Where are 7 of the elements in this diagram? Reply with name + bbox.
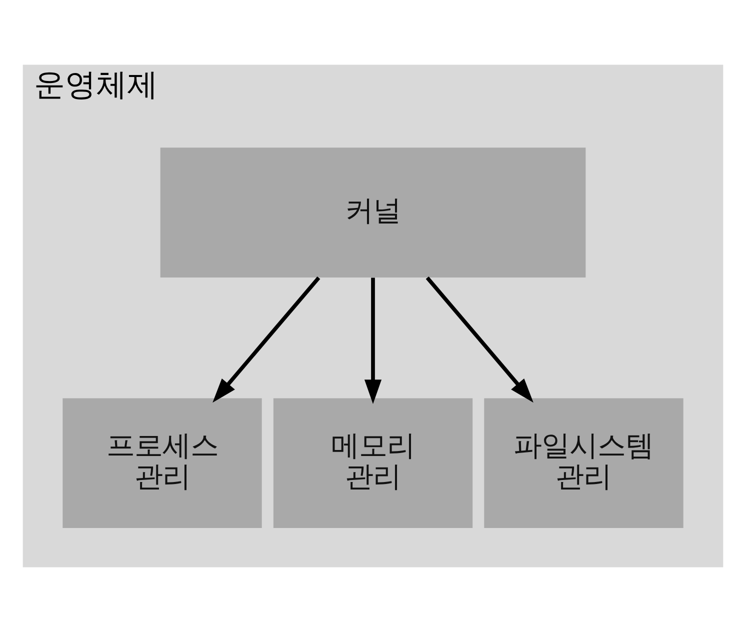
node-box: 프로세스 관리 (62, 398, 262, 528)
node-box: 커널 (160, 148, 586, 278)
arrow (212, 276, 320, 403)
node-box: 파일시스템 관리 (484, 398, 684, 528)
arrow (426, 276, 534, 403)
node-box: 메모리 관리 (273, 398, 473, 528)
arrow (364, 278, 382, 404)
